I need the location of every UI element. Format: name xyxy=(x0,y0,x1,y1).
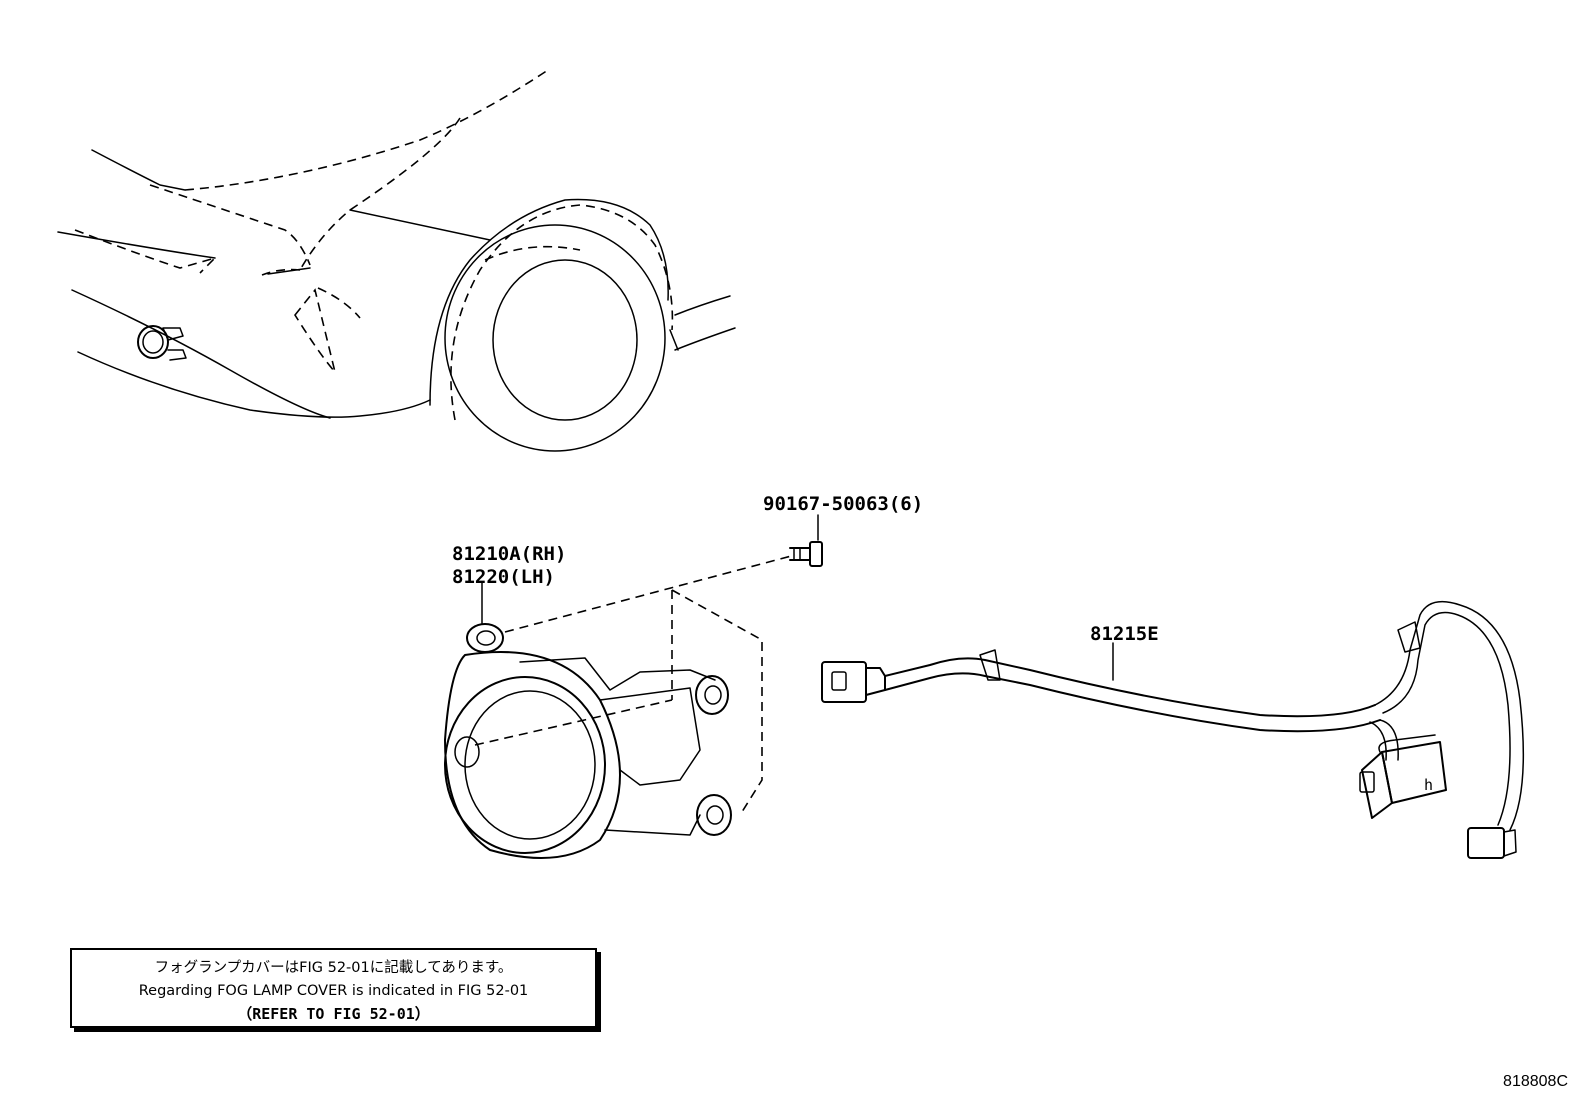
svg-text:h: h xyxy=(1424,776,1433,794)
part-label-fog-lamp-lh: 81220(LH) xyxy=(452,566,555,588)
note-japanese-text: フォグランプカバーはFIG 52-01に記載してあります。 xyxy=(154,960,513,976)
screw-part xyxy=(789,514,823,567)
fog-lamp-assembly xyxy=(444,554,796,859)
part-label-fog-lamp-rh: 81210A(RH) xyxy=(452,543,566,565)
vehicle-front-illustration xyxy=(57,69,736,452)
part-label-screw: 90167-50063(6) xyxy=(763,493,923,515)
reference-note-box: フォグランプカバーはFIG 52-01に記載してあります。 Regarding … xyxy=(70,948,597,1028)
part-label-wire-harness: 81215E xyxy=(1090,623,1159,645)
wire-harness: h xyxy=(821,600,1525,859)
note-reference-text: （REFER TO FIG 52-01） xyxy=(237,1005,430,1023)
figure-code: 818808C xyxy=(1503,1073,1568,1090)
note-english-text: Regarding FOG LAMP COVER is indicated in… xyxy=(138,983,529,999)
